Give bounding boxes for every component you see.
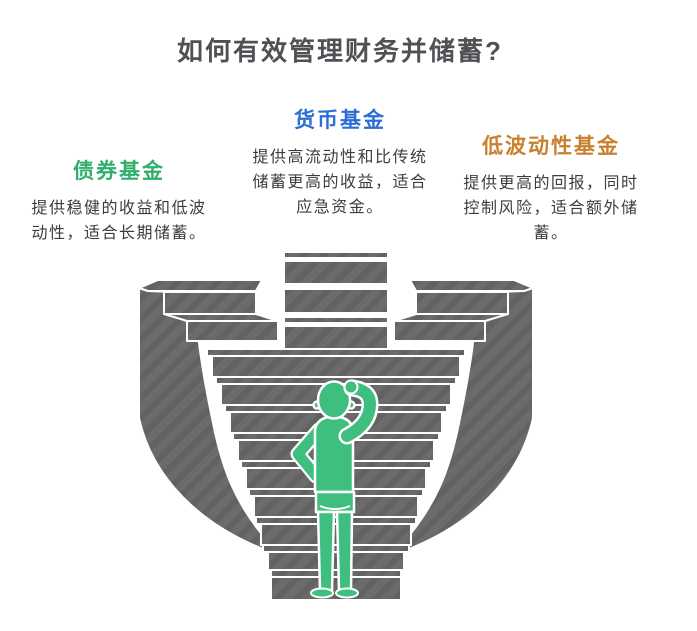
- person-feet: [310, 587, 359, 599]
- page-title: 如何有效管理财务并储蓄?: [177, 36, 503, 67]
- low-volatility-funds-heading: 低波动性基金: [482, 135, 620, 158]
- low-volatility-funds-description: 提供更高的回报，同时控制风险，适合额外储蓄。: [463, 175, 639, 242]
- person-figure: [290, 379, 379, 599]
- left-wall: [138, 279, 279, 552]
- bond-funds-heading: 债券基金: [73, 160, 165, 183]
- section-low-volatility-funds: 低波动性基金 提供更高的回报，同时控制风险，适合额外储蓄。: [449, 133, 653, 246]
- central-tower: [283, 251, 389, 350]
- right-wall: [393, 279, 534, 552]
- person-hand: [343, 379, 359, 395]
- money-market-funds-heading: 货币基金: [294, 109, 386, 132]
- person-head: [312, 380, 356, 420]
- section-bond-funds: 债券基金 提供稳健的收益和低波动性，适合长期储蓄。: [17, 158, 221, 246]
- bond-funds-description: 提供稳健的收益和低波动性，适合长期储蓄。: [31, 200, 207, 242]
- section-money-market-funds: 货币基金 提供高流动性和比传统储蓄更高的收益，适合应急资金。: [238, 107, 442, 220]
- money-market-funds-description: 提供高流动性和比传统储蓄更高的收益，适合应急资金。: [252, 149, 428, 216]
